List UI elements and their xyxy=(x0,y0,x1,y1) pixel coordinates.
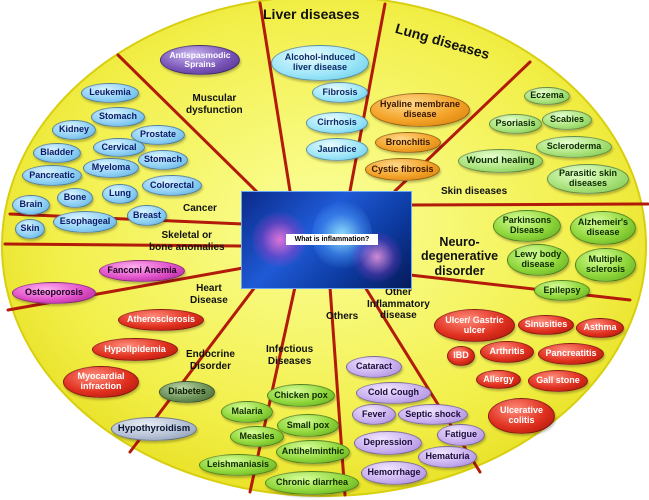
sector-title-infectious-line1: Infectious xyxy=(266,344,314,355)
pill-hypolipidemia: Hypolipidemia xyxy=(92,338,178,361)
pill-cold-cough: Cold Cough xyxy=(356,382,431,404)
sector-title-heart-line2: Disease xyxy=(190,294,228,306)
pill-ibd: IBD xyxy=(447,346,475,366)
sector-title-endocrine: Endocrine Disorder xyxy=(186,349,235,372)
pill-alzheimers-disease: Alzhemeir's disease xyxy=(570,211,636,245)
pill-fatigue: Fatigue xyxy=(437,424,485,446)
sector-title-skeletal: Skeletal or bone anomalies xyxy=(149,230,225,253)
pill-skin: Skin xyxy=(15,219,45,239)
pill-pancreatic: Pancreatic xyxy=(22,165,82,186)
pill-fanconi-anemia: Fanconi Anemia xyxy=(99,260,185,282)
sector-title-skeletal-line2: bone anomalies xyxy=(149,241,225,253)
center-caption: What is inflammation? xyxy=(286,234,378,245)
sector-title-other-line2: Inflammatory xyxy=(367,298,430,310)
pill-diabetes: Diabetes xyxy=(159,381,215,403)
pill-wound-healing: Wound healing xyxy=(458,149,543,173)
pill-hematuria: Hematuria xyxy=(418,446,477,468)
sector-title-liver: Liver diseases xyxy=(263,6,360,22)
sector-title-neuro: Neuro- degenerative disorder xyxy=(421,235,498,278)
pill-multiple-sclerosis: Multiple sclerosis xyxy=(575,248,636,282)
pill-parasitic-skin-diseases: Parasitic skin diseases xyxy=(547,164,629,194)
pill-cervical: Cervical xyxy=(93,138,145,157)
sector-title-cancer: Cancer xyxy=(183,203,217,214)
center-inflammation-image: What is inflammation? xyxy=(241,191,412,289)
pill-eczema: Eczema xyxy=(524,87,570,105)
pill-kidney: Kidney xyxy=(52,120,96,140)
pill-antihelminthic: Antihelminthic xyxy=(276,440,350,464)
pill-parkinsons-disease: Parkinsons Disease xyxy=(493,210,561,242)
pill-ulcerative-colitis: Ulcerative colitis xyxy=(488,398,555,434)
pill-colorectal: Colorectal xyxy=(142,175,202,196)
pill-fever: Fever xyxy=(352,404,396,425)
pill-breast: Breast xyxy=(127,205,167,226)
pill-lewy-body-disease: Lewy body disease xyxy=(507,244,569,276)
pill-osteoporosis: Osteoporosis xyxy=(12,282,96,304)
sector-title-muscular: Muscular dysfunction xyxy=(186,93,243,116)
pill-pancreatitis: Pancreatitis xyxy=(538,343,604,365)
sector-title-others: Others xyxy=(326,311,359,322)
pill-psoriasis: Psoriasis xyxy=(489,114,542,134)
pill-chronic-diarrhea: Chronic diarrhea xyxy=(265,471,359,495)
sector-title-neuro-line3: disorder xyxy=(434,263,485,278)
sector-title-heart-line1: Heart xyxy=(196,283,222,294)
pill-asthma: Asthma xyxy=(576,318,624,338)
pill-bone: Bone xyxy=(57,188,93,208)
sector-title-other-inflammatory: Other Inflammatory disease xyxy=(367,287,430,322)
pill-cataract: Cataract xyxy=(346,356,402,378)
pill-myeloma: Myeloma xyxy=(83,158,139,178)
pill-measles: Measles xyxy=(230,426,284,447)
pill-antispasmodic-sprains: Antispasmodic Sprains xyxy=(160,45,240,75)
pill-stomach-1: Stomach xyxy=(91,107,145,127)
sector-title-muscular-line1: Muscular xyxy=(192,93,237,104)
pill-epilepsy: Epilepsy xyxy=(534,280,590,301)
sector-title-infectious: Infectious Diseases xyxy=(266,344,313,367)
pill-hyaline-membrane-disease: Hyaline membrane disease xyxy=(370,93,470,127)
pill-chicken-pox: Chicken pox xyxy=(267,384,335,407)
pill-small-pox: Small pox xyxy=(277,414,339,437)
pill-scleroderma: Scleroderma xyxy=(536,136,612,158)
sector-title-other-line3: disease xyxy=(380,310,417,321)
pill-jaundice: Jaundice xyxy=(306,138,368,161)
pill-ulcer-gastric-ulcer: Ulcer/ Gastric ulcer xyxy=(434,309,515,342)
pill-alcohol-induced-liver-disease: Alcohol-induced liver disease xyxy=(271,45,369,81)
pill-atherosclerosis: Atherosclerosis xyxy=(118,309,204,331)
pill-bronchitis: Bronchitis xyxy=(375,132,441,153)
sector-title-muscular-line2: dysfunction xyxy=(186,104,243,116)
pill-septic-shock: Septic shock xyxy=(398,404,468,425)
pill-leishmaniasis: Leishmaniasis xyxy=(199,454,277,476)
pill-brain: Brain xyxy=(12,195,50,215)
pill-cystic-fibrosis: Cystic fibrosis xyxy=(365,158,440,181)
pill-prostate: Prostate xyxy=(131,125,185,145)
pill-esophageal: Esophageal xyxy=(53,211,117,233)
pill-depression: Depression xyxy=(354,431,422,455)
pill-gall-stone: Gall stone xyxy=(528,370,588,392)
sector-title-neuro-line1: Neuro- xyxy=(439,235,480,249)
sector-title-endocrine-line2: Disorder xyxy=(189,360,232,372)
pill-cirrhosis: Cirrhosis xyxy=(306,112,368,134)
pill-allergy: Allergy xyxy=(476,370,521,389)
pill-myocardial-infraction: Myocardial infraction xyxy=(63,366,139,398)
pill-lung: Lung xyxy=(102,184,138,204)
pill-sinusities: Sinusities xyxy=(518,315,574,335)
pill-arthritis: Arthritis xyxy=(480,341,534,363)
pill-fibrosis: Fibrosis xyxy=(312,82,368,103)
pill-leukemia: Leukemia xyxy=(81,83,139,103)
sector-title-skin: Skin diseases xyxy=(441,186,508,197)
sector-title-skeletal-line1: Skeletal or xyxy=(161,230,213,241)
sector-title-neuro-line2: degenerative xyxy=(421,249,499,264)
pill-stomach-2: Stomach xyxy=(138,150,188,170)
sector-title-infectious-line2: Diseases xyxy=(267,355,312,367)
pill-scabies: Scabies xyxy=(542,110,592,130)
pill-bladder: Bladder xyxy=(33,143,81,163)
sector-title-heart: Heart Disease xyxy=(190,283,228,306)
sector-title-other-line1: Other xyxy=(385,287,412,298)
pill-malaria: Malaria xyxy=(221,401,273,423)
pill-hemorrhage: Hemorrhage xyxy=(361,461,427,485)
sector-title-endocrine-line1: Endocrine xyxy=(186,349,235,360)
pill-hypothyroidism: Hypothyroidism xyxy=(111,417,197,441)
